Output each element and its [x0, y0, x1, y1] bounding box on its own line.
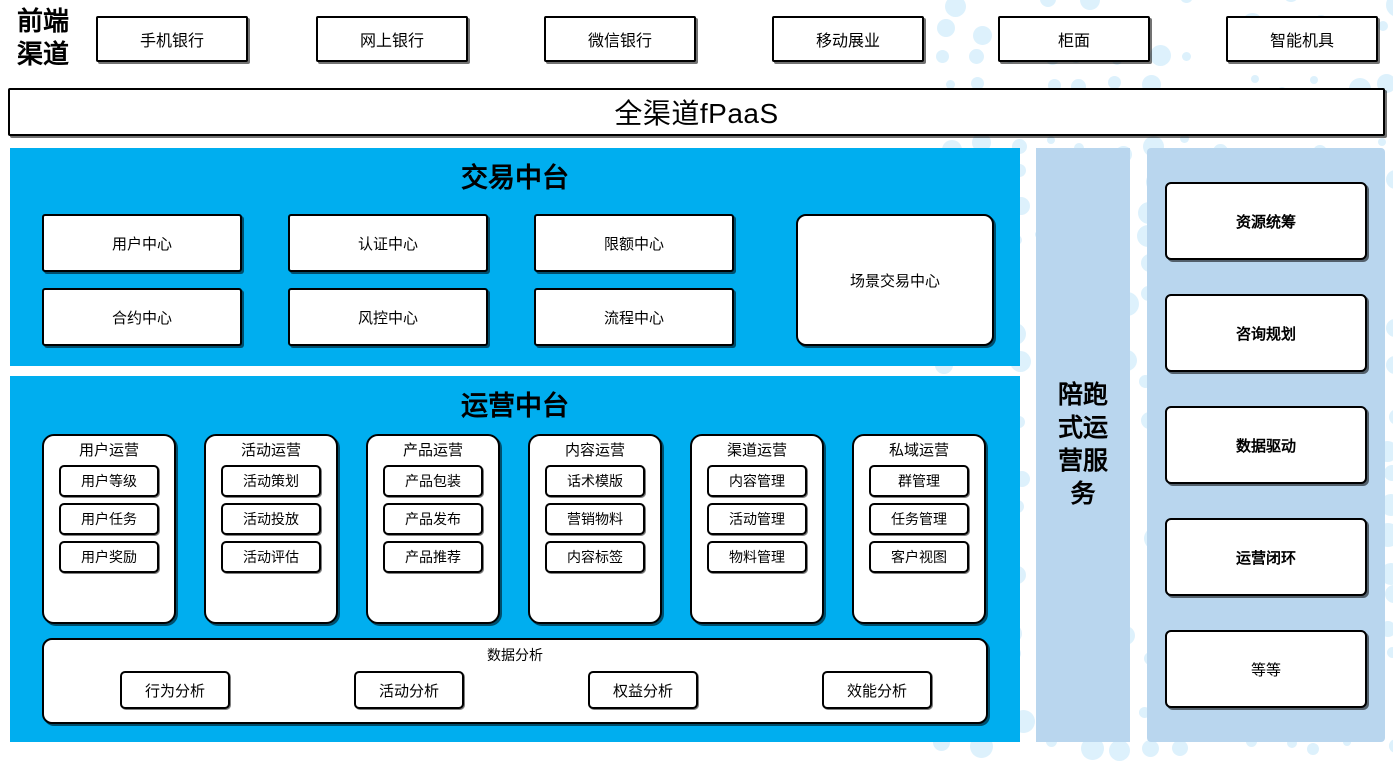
service-capability-box-1[interactable]: 资源统筹 [1165, 182, 1367, 260]
ops-column-title: 内容运营 [564, 442, 625, 459]
channel-box-5[interactable]: 柜面 [998, 16, 1150, 62]
service-capability-box-2[interactable]: 咨询规划 [1165, 294, 1367, 372]
service-capability-box-5[interactable]: 等等 [1165, 630, 1367, 708]
channel-box-6[interactable]: 智能机具 [1226, 16, 1378, 62]
data-analysis-title: 数据分析 [487, 647, 543, 663]
ops-item[interactable]: 活动管理 [707, 503, 807, 535]
ops-item[interactable]: 用户等级 [59, 465, 159, 497]
ops-item[interactable]: 用户奖励 [59, 541, 159, 573]
ops-item[interactable]: 活动评估 [221, 541, 321, 573]
channel-label-line-2: 渠道 [16, 40, 69, 69]
ops-column-3: 产品运营产品包装产品发布产品推荐 [366, 434, 500, 624]
ops-item[interactable]: 任务管理 [869, 503, 969, 535]
data-analysis-item-3[interactable]: 权益分析 [588, 671, 698, 709]
middle-platform-column: 交易中台 场景交易中心 用户中心认证中心限额中心合约中心风控中心流程中心 运营中… [10, 148, 1020, 742]
ops-column-1: 用户运营用户等级用户任务用户奖励 [42, 434, 176, 624]
ops-item[interactable]: 物料管理 [707, 541, 807, 573]
service-strip-label: 陪跑式运营服务 [1057, 382, 1108, 508]
ops-item[interactable]: 用户任务 [59, 503, 159, 535]
trade-center-box-5[interactable]: 风控中心 [288, 288, 488, 346]
ops-item[interactable]: 产品发布 [383, 503, 483, 535]
trade-platform-title: 交易中台 [461, 163, 569, 193]
ops-column-title: 私域运营 [888, 442, 949, 459]
ops-column-5: 渠道运营内容管理活动管理物料管理 [690, 434, 824, 624]
ops-item[interactable]: 产品包装 [383, 465, 483, 497]
channel-box-2[interactable]: 网上银行 [316, 16, 468, 62]
ops-column-title: 用户运营 [78, 442, 139, 459]
service-capability-box-3[interactable]: 数据驱动 [1165, 406, 1367, 484]
ops-item[interactable]: 内容管理 [707, 465, 807, 497]
trade-center-box-2[interactable]: 认证中心 [288, 214, 488, 272]
scene-trade-center-box[interactable]: 场景交易中心 [796, 214, 994, 346]
ops-item[interactable]: 营销物料 [545, 503, 645, 535]
ops-item[interactable]: 内容标签 [545, 541, 645, 573]
data-analysis-item-1[interactable]: 行为分析 [120, 671, 230, 709]
channel-box-3[interactable]: 微信银行 [544, 16, 696, 62]
ops-middle-platform-panel: 运营中台 数据分析 行为分析活动分析权益分析效能分析 用户运营用户等级用户任务用… [10, 376, 1020, 742]
ops-item[interactable]: 活动投放 [221, 503, 321, 535]
trade-center-box-6[interactable]: 流程中心 [534, 288, 734, 346]
ops-column-title: 产品运营 [402, 442, 463, 459]
front-end-channel-label: 前端 渠道 [4, 4, 82, 72]
ops-item[interactable]: 客户视图 [869, 541, 969, 573]
ops-item[interactable]: 话术模版 [545, 465, 645, 497]
front-end-channel-row: 前端 渠道 手机银行 网上银行 微信银行 移动展业 柜面 智能机具 [0, 0, 1393, 80]
ops-column-6: 私域运营群管理任务管理客户视图 [852, 434, 986, 624]
trade-center-box-3[interactable]: 限额中心 [534, 214, 734, 272]
data-analysis-item-4[interactable]: 效能分析 [822, 671, 932, 709]
trade-center-box-4[interactable]: 合约中心 [42, 288, 242, 346]
ops-platform-title: 运营中台 [461, 391, 569, 421]
ops-column-2: 活动运营活动策划活动投放活动评估 [204, 434, 338, 624]
ops-item[interactable]: 群管理 [869, 465, 969, 497]
accompanying-operation-service-strip: 陪跑式运营服务 [1036, 148, 1130, 742]
data-analysis-item-2[interactable]: 活动分析 [354, 671, 464, 709]
omnichannel-fpaas-bar[interactable]: 全渠道fPaaS [8, 88, 1385, 136]
channel-label-line-1: 前端 [16, 7, 69, 36]
ops-item[interactable]: 产品推荐 [383, 541, 483, 573]
ops-column-title: 活动运营 [240, 442, 301, 459]
service-capability-panel: 资源统筹咨询规划数据驱动运营闭环等等 [1147, 148, 1385, 742]
trade-center-box-1[interactable]: 用户中心 [42, 214, 242, 272]
channel-box-1[interactable]: 手机银行 [96, 16, 248, 62]
data-analysis-box: 数据分析 行为分析 活动分析 权益分析 效能分析 [42, 638, 988, 724]
ops-column-4: 内容运营话术模版营销物料内容标签 [528, 434, 662, 624]
channel-box-4[interactable]: 移动展业 [772, 16, 924, 62]
trade-middle-platform-panel: 交易中台 场景交易中心 用户中心认证中心限额中心合约中心风控中心流程中心 [10, 148, 1020, 366]
service-capability-box-4[interactable]: 运营闭环 [1165, 518, 1367, 596]
ops-column-title: 渠道运营 [726, 442, 787, 459]
ops-item[interactable]: 活动策划 [221, 465, 321, 497]
